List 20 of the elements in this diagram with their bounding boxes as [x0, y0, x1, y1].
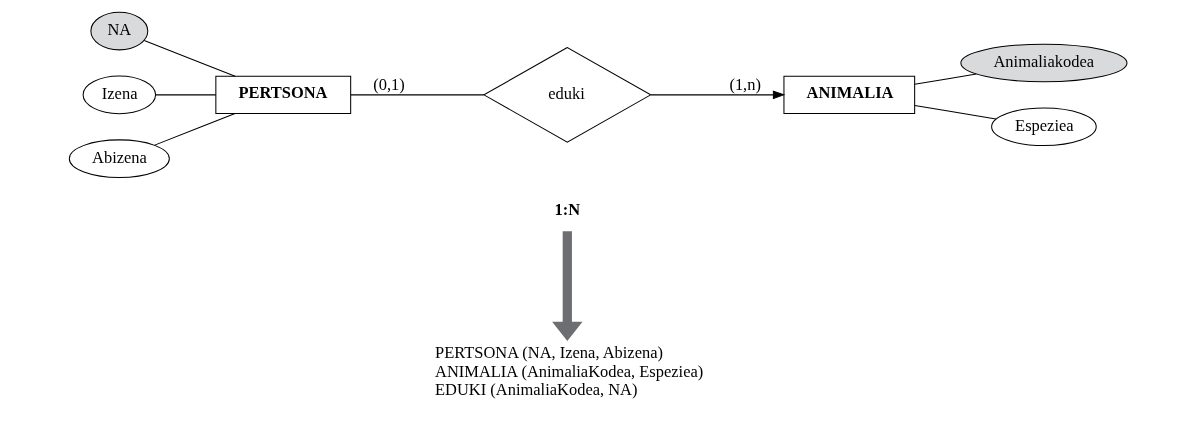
edge-label: (0,1): [372, 74, 405, 94]
node-ellipse: Abizena: [68, 139, 170, 178]
connector: [349, 94, 484, 96]
arrow: [649, 90, 785, 100]
edge-label: (1,n): [728, 74, 761, 94]
node-ellipse: Izena: [82, 75, 156, 115]
node-diamond: eduki: [482, 46, 652, 143]
node-ellipse: Espeziea: [990, 107, 1097, 147]
node-text: PERTSONA (NA, Izena, Abizena) ANIMALIA (AnimaliaKodea, Espeziea) EDUKI (AnimaliaKodea, NA): [434, 343, 703, 400]
arrow: [551, 231, 582, 342]
node-ellipse: NA: [89, 11, 148, 51]
node-ellipse: Animaliakodea: [959, 43, 1127, 83]
connector: [913, 73, 977, 85]
node-box: ANIMALIA: [782, 75, 915, 114]
connector: [154, 94, 216, 96]
connector: [913, 105, 996, 120]
connector: [153, 112, 236, 146]
node-box: PERTSONA: [214, 75, 351, 114]
connector: [143, 39, 236, 77]
node-text: 1:N: [553, 200, 580, 220]
